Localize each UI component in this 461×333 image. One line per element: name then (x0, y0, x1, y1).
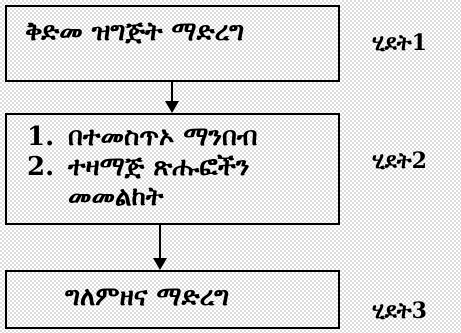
box-1-text: ቅድመ ዝግጅት ማድረግ (25, 17, 245, 47)
box-2-line-2-text: ተዛማጅ ጽሑፎችን (68, 152, 250, 182)
step-label-3: ሂደት3 (372, 298, 427, 324)
box-2-line-1: 1. በተመስጥኦ ማንበብ (27, 122, 258, 153)
step-label-2: ሂደት2 (372, 148, 427, 174)
step-label-1: ሂደት1 (372, 30, 427, 56)
box-2-line-2-number: 2. (27, 152, 55, 182)
box-2-line-1-text: በተመስጥኦ ማንበብ (68, 122, 258, 152)
process-box-2: 1. በተመስጥኦ ማንበብ 2. ተዛማጅ ጽሑፎችን መመልከት (5, 113, 340, 225)
box-2-line-3-text: መመልከት (68, 182, 164, 212)
box-3-text: ግለምዘና ማድረግ (65, 282, 230, 312)
arrow-2-head (153, 258, 167, 270)
box-2-line-3: መመልከት (68, 182, 163, 213)
process-box-1: ቅድመ ዝግጅት ማድረግ (5, 5, 340, 82)
arrow-1-head (165, 101, 179, 113)
process-box-3: ግለምዘና ማድረግ (5, 270, 340, 329)
box-2-line-1-number: 1. (27, 122, 55, 152)
box-2-line-2: 2. ተዛማጅ ጽሑፎችን (27, 152, 250, 183)
